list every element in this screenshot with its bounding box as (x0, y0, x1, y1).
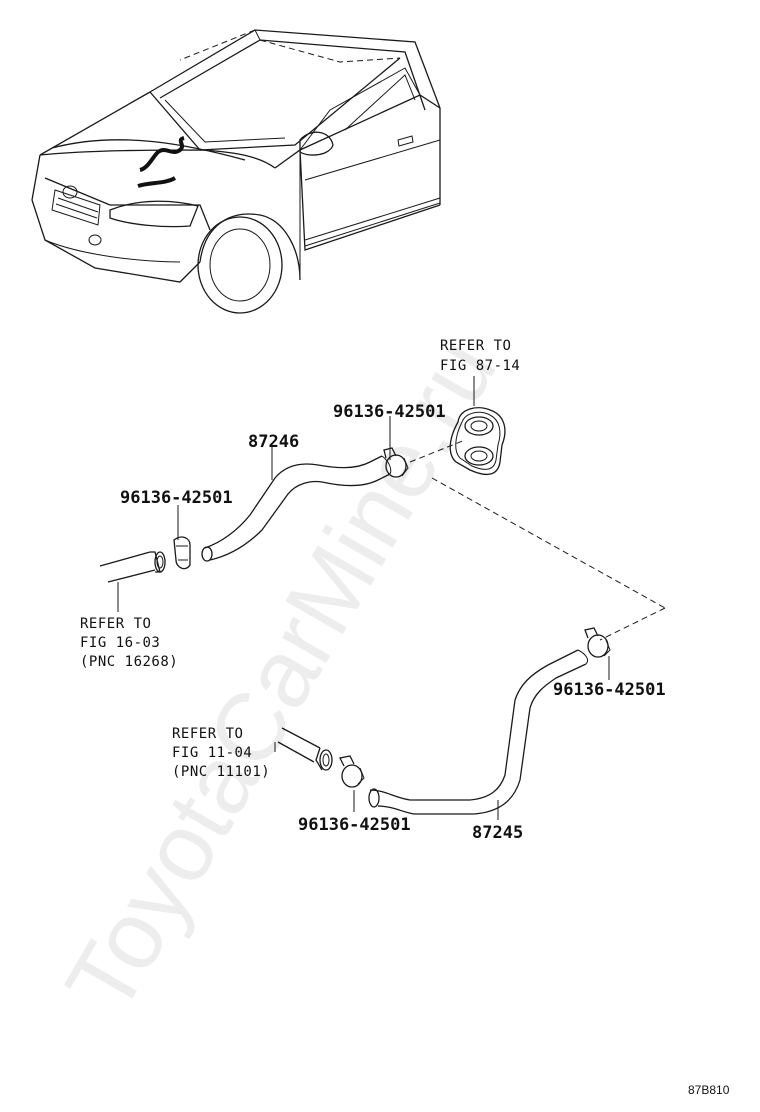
hose-87245 (368, 649, 589, 815)
hose-87246 (201, 455, 392, 562)
callout-engine-ref-line3: (PNC 11101) (172, 764, 270, 780)
clamp-lower-left (339, 755, 365, 788)
watermark-text: ToyotaCarMine.ru (46, 321, 517, 1031)
callout-engine-ref: REFER TO FIG 11-04 (PNC 11101) (172, 726, 270, 780)
callout-water-pipe-ref-line1: REFER TO (80, 616, 151, 632)
water-pipe-left (99, 551, 166, 583)
part-number-clamp-upper-left: 96136-42501 (120, 488, 233, 508)
callout-engine-ref-line2: FIG 11-04 (172, 745, 252, 761)
heater-fitting (449, 407, 506, 476)
callout-water-pipe-ref-line2: FIG 16-03 (80, 635, 160, 651)
clamp-lower-right (584, 627, 611, 658)
connection-guides (409, 439, 666, 641)
part-number-clamp-lower-left: 96136-42501 (298, 815, 411, 835)
callout-water-pipe-ref-line3: (PNC 16268) (80, 654, 178, 670)
part-number-clamp-lower-right: 96136-42501 (553, 680, 666, 700)
engine-pipe (277, 727, 333, 771)
callout-heater-ref-line1: REFER TO (440, 338, 511, 354)
figure-code: 87B810 (688, 1083, 730, 1097)
part-number-hose-87245: 87245 (472, 823, 523, 843)
part-number-hose-87246: 87246 (248, 432, 299, 452)
leader-lines (117, 376, 610, 820)
clamp-upper-left (173, 536, 191, 570)
callout-engine-ref-line1: REFER TO (172, 726, 243, 742)
clamp-upper-right (383, 447, 409, 478)
part-number-clamp-upper-right: 96136-42501 (333, 402, 446, 422)
car-illustration (31, 29, 441, 314)
callout-heater-ref-line2: FIG 87-14 (440, 358, 520, 374)
callout-heater-ref: REFER TO FIG 87-14 (440, 338, 520, 374)
callout-water-pipe-ref: REFER TO FIG 16-03 (PNC 16268) (80, 616, 178, 670)
